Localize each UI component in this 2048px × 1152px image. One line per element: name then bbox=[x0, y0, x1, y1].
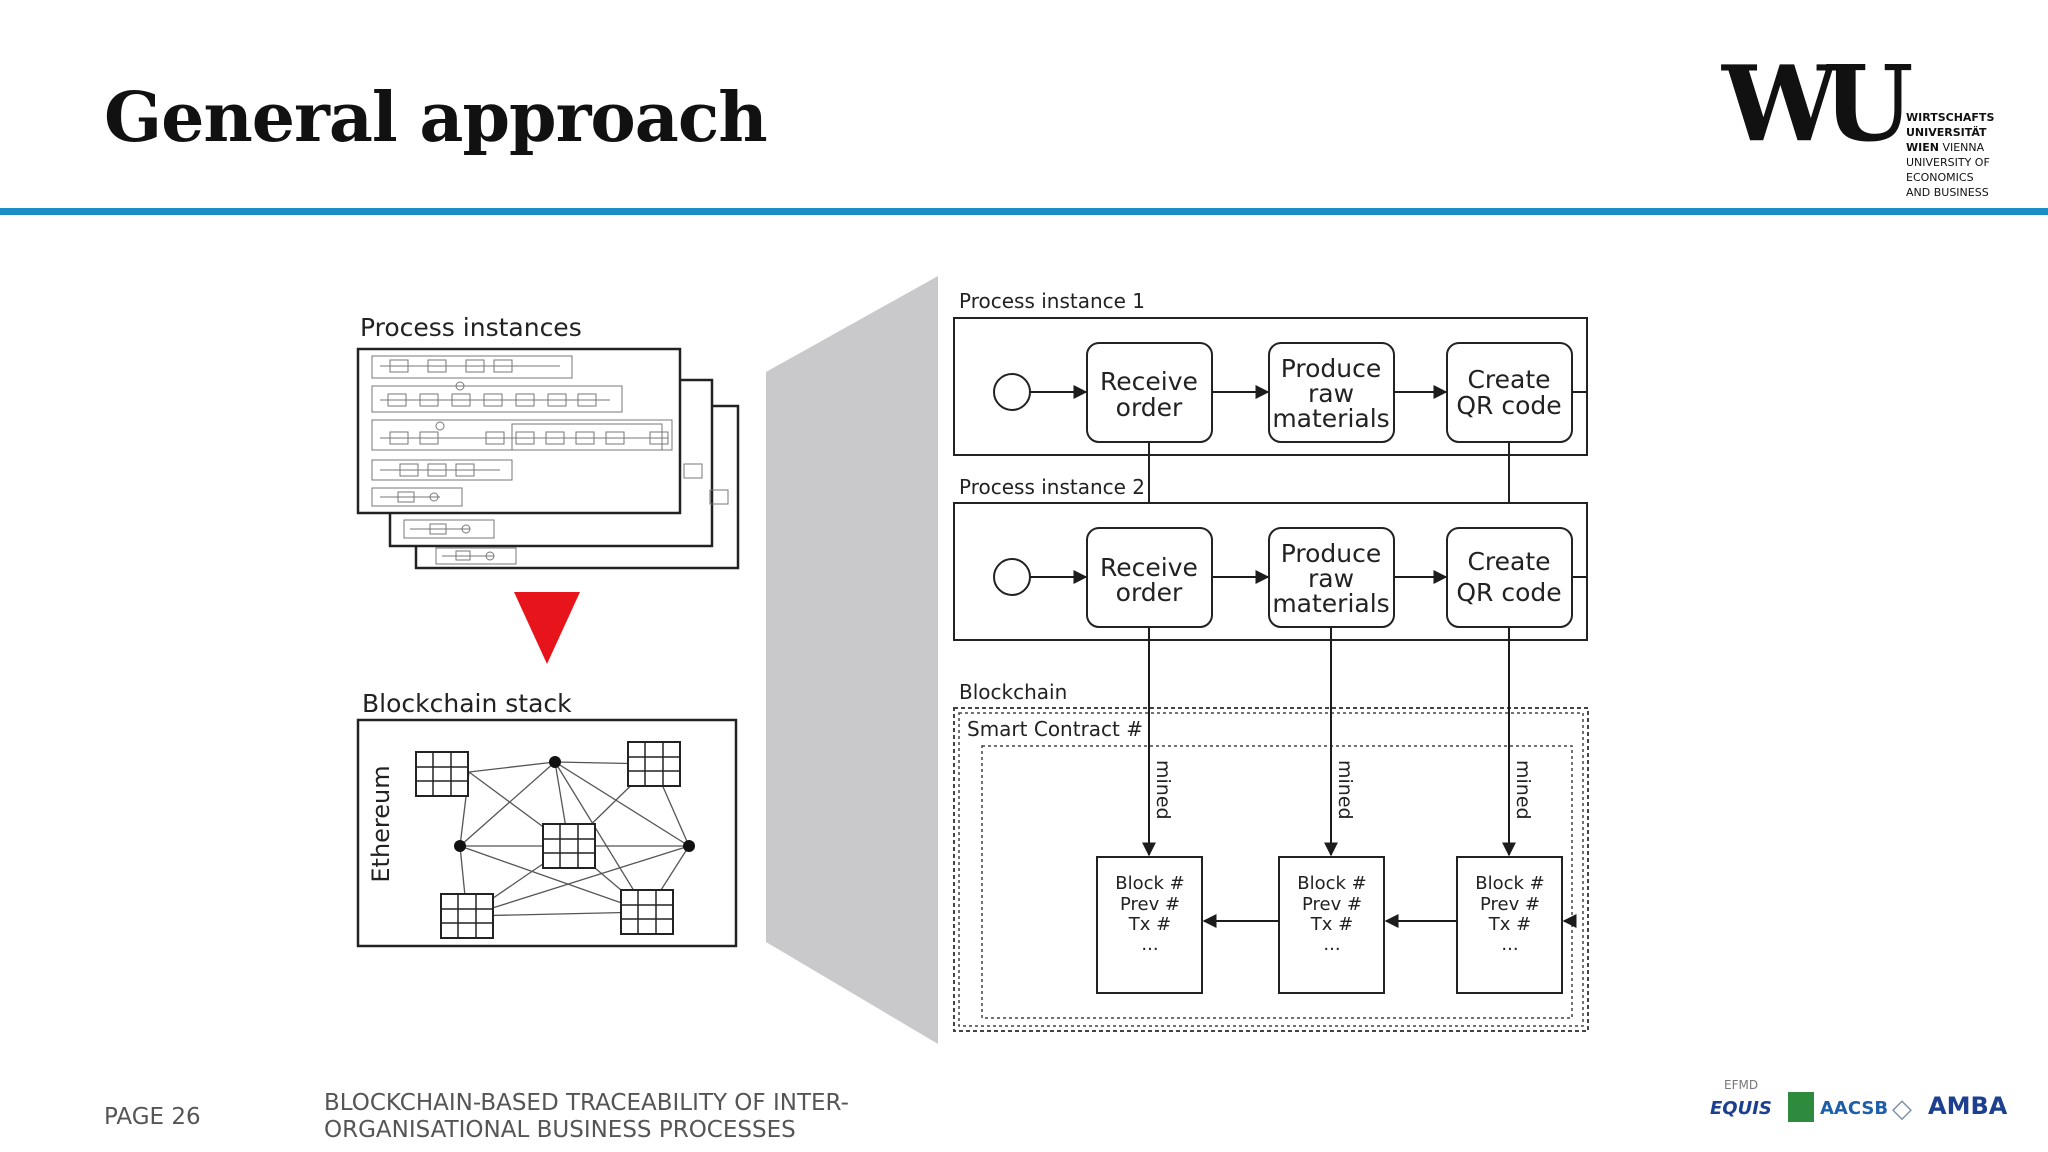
task-label: Receive bbox=[1100, 553, 1198, 582]
block-line: Block # bbox=[1297, 873, 1367, 894]
efmd-label: EFMD bbox=[1724, 1078, 1759, 1092]
task-label: raw bbox=[1308, 379, 1354, 408]
wu-logo: WU WIRTSCHAFTS UNIVERSITÄT WIEN VIENNA U… bbox=[1722, 52, 2002, 202]
mined-label: mined bbox=[1152, 760, 1174, 820]
zoom-projection bbox=[766, 276, 938, 1044]
block-line: Prev # bbox=[1480, 894, 1540, 915]
ethereum-label: Ethereum bbox=[367, 765, 395, 882]
task-label: Produce bbox=[1281, 354, 1382, 383]
instance2-label: Process instance 2 bbox=[959, 475, 1145, 499]
block-line: ... bbox=[1323, 934, 1340, 955]
block bbox=[1096, 856, 1203, 994]
task-label: QR code bbox=[1456, 391, 1561, 420]
task-label: Receive bbox=[1100, 367, 1198, 396]
blockchain-container: Smart Contract # bbox=[953, 707, 1589, 1032]
logo-line: AND BUSINESS bbox=[1906, 186, 1989, 199]
accreditation-logos: EFMD EQUIS AACSB ◇ AMBA bbox=[1696, 1074, 2007, 1134]
blockchain-label: Blockchain bbox=[959, 680, 1067, 704]
logo-line: UNIVERSITÄT bbox=[1906, 126, 1987, 139]
down-triangle-icon bbox=[514, 592, 580, 664]
page-number: PAGE 26 bbox=[104, 1104, 201, 1130]
start-event-icon bbox=[993, 373, 1031, 411]
slide-title: General approach bbox=[104, 78, 768, 158]
task-label: raw bbox=[1308, 564, 1354, 593]
mined-label: mined bbox=[1334, 760, 1356, 820]
task-label: order bbox=[1116, 578, 1183, 607]
start-event-icon bbox=[993, 558, 1031, 596]
diamond-icon: ◇ bbox=[1892, 1094, 1912, 1124]
block-line: Tx # bbox=[1128, 914, 1171, 935]
logo-line: WIRTSCHAFTS bbox=[1906, 111, 1995, 124]
block-line: Block # bbox=[1475, 873, 1545, 894]
block-line: ... bbox=[1141, 934, 1158, 955]
footer-line: ORGANISATIONAL BUSINESS PROCESSES bbox=[324, 1117, 796, 1143]
aacsb-logo: AACSB bbox=[1820, 1098, 1889, 1119]
mined-label: mined bbox=[1512, 760, 1534, 820]
block-line: Prev # bbox=[1302, 894, 1362, 915]
logo-line: UNIVERSITY OF bbox=[1906, 156, 1990, 169]
logo-line-wien: WIEN VIENNA bbox=[1906, 140, 1994, 155]
task-label: materials bbox=[1272, 589, 1389, 618]
wu-logo-text: WIRTSCHAFTS UNIVERSITÄT WIEN VIENNA UNIV… bbox=[1906, 110, 1994, 200]
process-instance-1: Receive order Produce raw materials Crea… bbox=[953, 317, 1588, 456]
process-instances-stack bbox=[356, 347, 740, 570]
wu-logo-mark: WU bbox=[1722, 42, 1913, 165]
process-instance-2: Receive order Produce raw materials Crea… bbox=[953, 502, 1588, 641]
task-label: Produce bbox=[1281, 539, 1382, 568]
logo-line: ECONOMICS bbox=[1906, 171, 1974, 184]
equis-logo: EQUIS bbox=[1710, 1098, 1772, 1119]
task-label: Create bbox=[1467, 547, 1550, 576]
block-line: ... bbox=[1501, 934, 1518, 955]
aacsb-logo-mark bbox=[1788, 1092, 1814, 1122]
block-line: Tx # bbox=[1488, 914, 1531, 935]
title-rule bbox=[0, 208, 2048, 215]
task-label: Create bbox=[1467, 365, 1550, 394]
block-line: Tx # bbox=[1310, 914, 1353, 935]
block bbox=[1278, 856, 1385, 994]
blockchain-stack-label: Blockchain stack bbox=[362, 689, 572, 718]
task-label: materials bbox=[1272, 404, 1389, 433]
logo-line: WIEN bbox=[1906, 141, 1939, 154]
block-line: Prev # bbox=[1120, 894, 1180, 915]
blockchain-stack-box: Ethereum bbox=[356, 718, 738, 948]
block-line: Block # bbox=[1115, 873, 1185, 894]
instance1-label: Process instance 1 bbox=[959, 289, 1145, 313]
footer-line: BLOCKCHAIN-BASED TRACEABILITY OF INTER- bbox=[324, 1090, 849, 1116]
smart-contract-label: Smart Contract # bbox=[967, 717, 1143, 741]
footer-title: BLOCKCHAIN-BASED TRACEABILITY OF INTER- … bbox=[324, 1090, 849, 1144]
task-label: order bbox=[1116, 393, 1183, 422]
task-label: QR code bbox=[1456, 578, 1561, 607]
process-instances-label: Process instances bbox=[360, 313, 582, 342]
amba-logo: AMBA bbox=[1928, 1092, 2008, 1120]
logo-line: VIENNA bbox=[1942, 141, 1985, 154]
block bbox=[1456, 856, 1563, 994]
